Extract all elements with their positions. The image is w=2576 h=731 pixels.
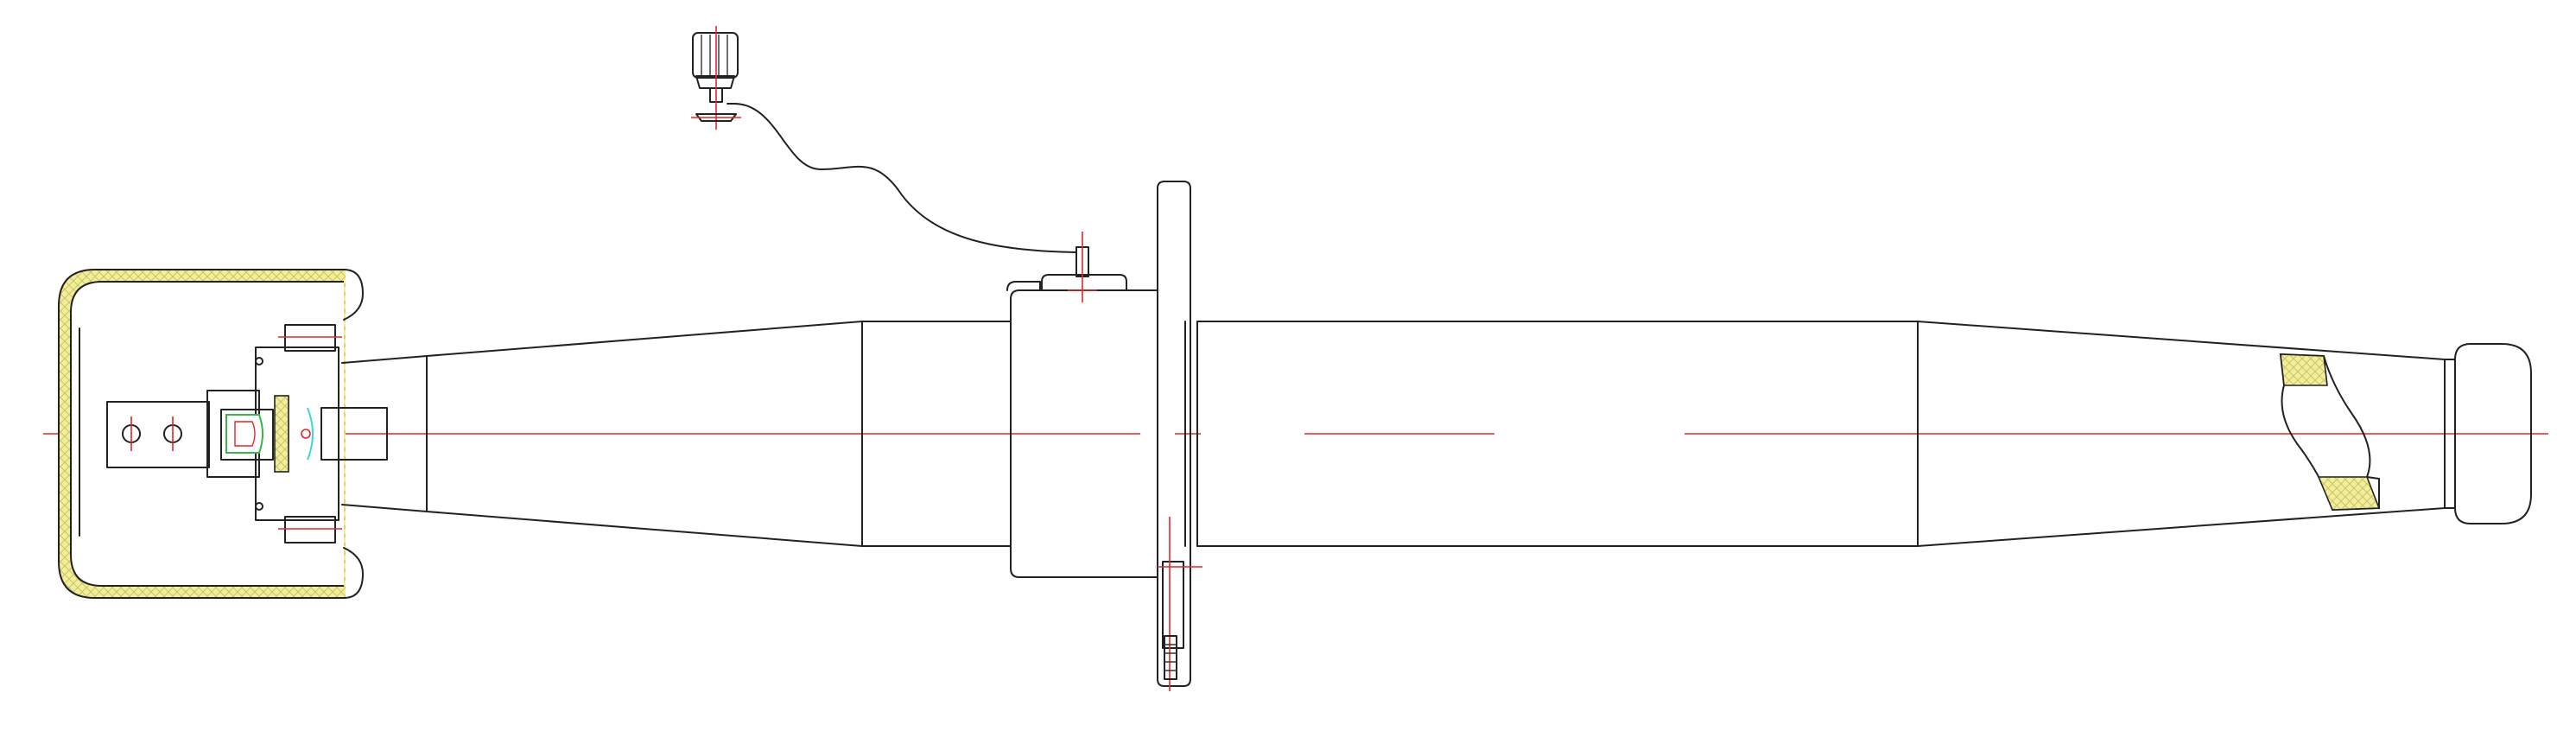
drain-screw xyxy=(1158,517,1202,691)
body-tube-right xyxy=(1196,321,1919,547)
taper-cone-left xyxy=(341,321,863,547)
terminal-housing xyxy=(58,269,364,599)
connector-block xyxy=(106,324,388,543)
taper-cone-right xyxy=(1917,321,2446,547)
mounting-flange xyxy=(1157,181,1198,687)
end-cap xyxy=(2444,343,2532,524)
earthing-lead xyxy=(726,103,1127,302)
knurled-knob xyxy=(691,26,741,130)
